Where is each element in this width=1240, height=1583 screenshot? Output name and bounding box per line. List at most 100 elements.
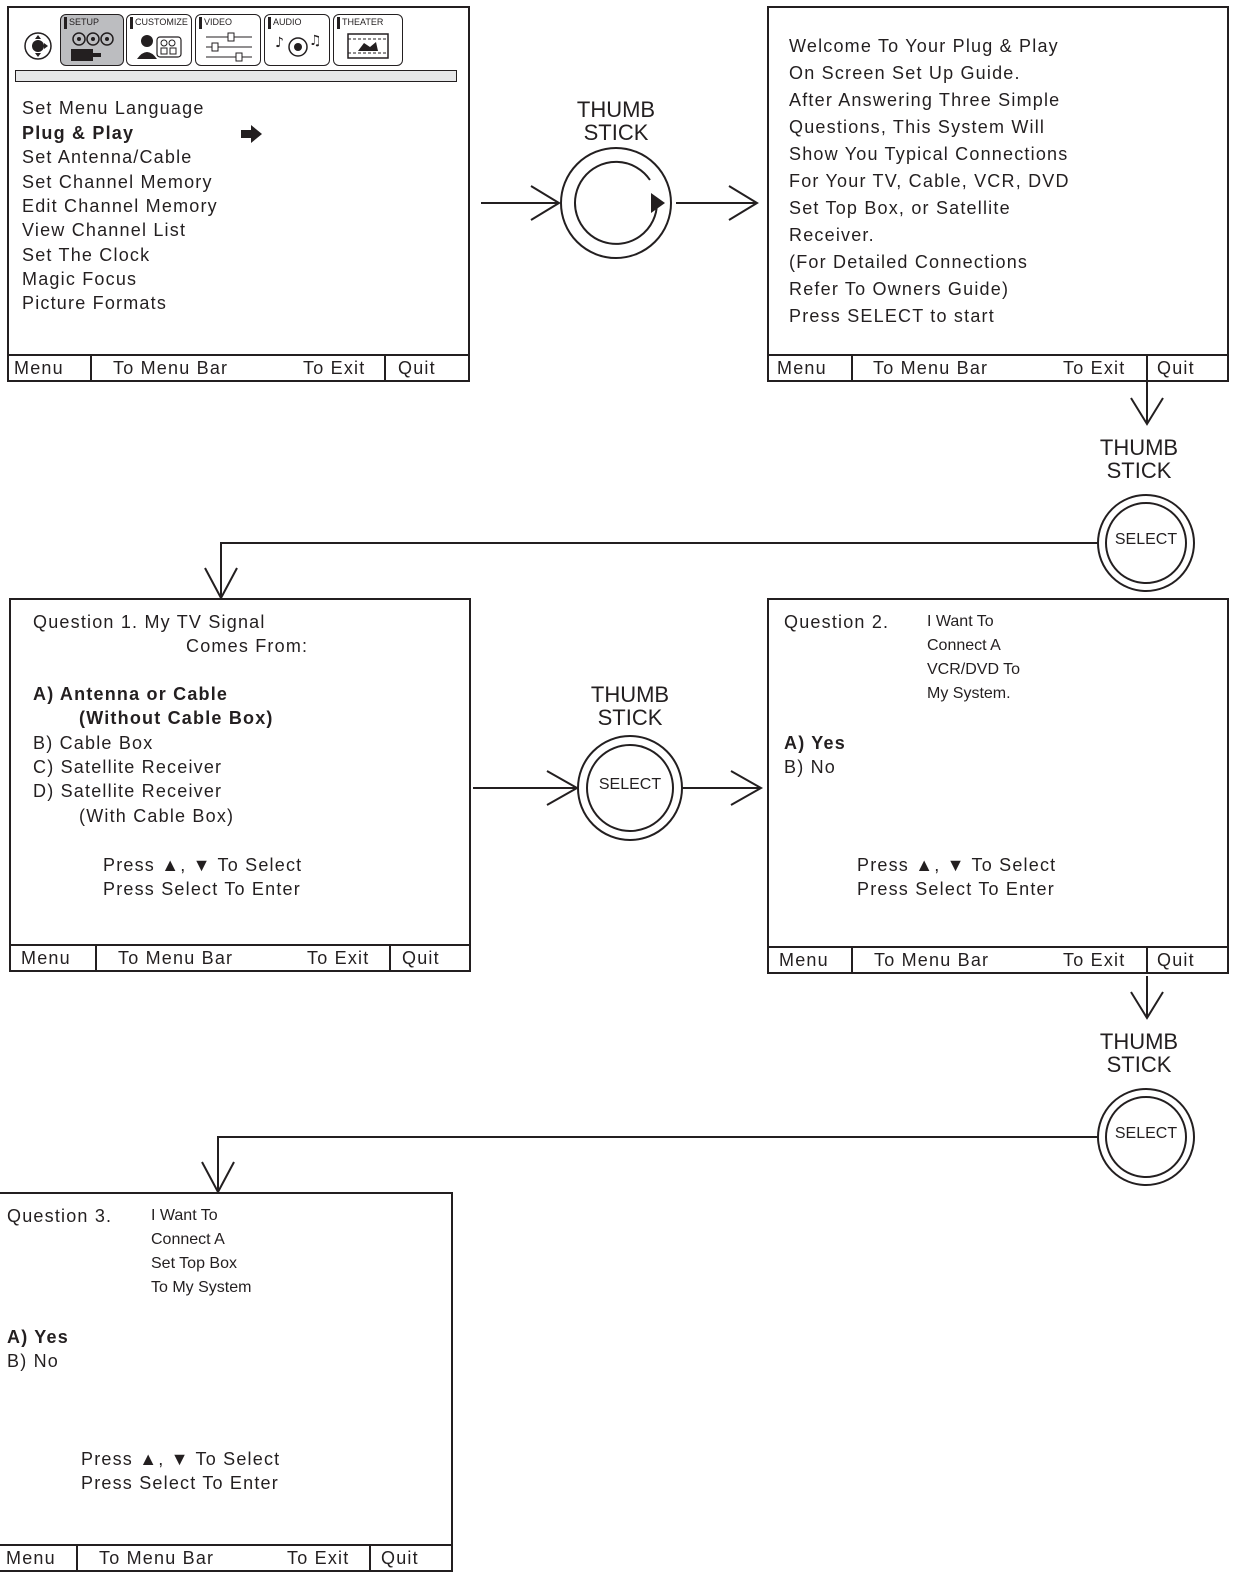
footer-menu[interactable]: Menu [14, 358, 64, 378]
footer-quit[interactable]: Quit [381, 1548, 419, 1568]
footer-menu[interactable]: Menu [21, 948, 71, 968]
flow-arrow-head [728, 185, 759, 221]
thumb-stick-ring [560, 147, 672, 259]
question2-text: Connect A [927, 637, 1001, 654]
thumb-stick-label: THUMB STICK [1079, 1030, 1199, 1076]
question2-text: VCR/DVD To [927, 661, 1021, 678]
option-d[interactable]: D) Satellite Receiver [33, 781, 223, 801]
option-d-continued[interactable]: (With Cable Box) [79, 806, 235, 826]
video-icon [206, 32, 252, 62]
setup-icon [71, 32, 114, 61]
hint-enter: Press Select To Enter [103, 879, 301, 899]
right-arrow-icon [241, 125, 262, 143]
hint-enter: Press Select To Enter [857, 879, 1055, 899]
menu-item-plug-and-play[interactable]: Plug & Play [22, 123, 135, 143]
tab-customize-label: CUSTOMIZE [135, 17, 188, 27]
option-no[interactable]: B) No [784, 757, 837, 777]
hint-enter: Press Select To Enter [81, 1473, 279, 1493]
rotation-arc [574, 160, 658, 245]
welcome-line: Press SELECT to start [789, 306, 995, 326]
question2-text: My System. [927, 685, 1011, 702]
tab-audio[interactable]: AUDIO ♪ ♫ [264, 14, 330, 66]
theater-icon [347, 33, 389, 59]
footer-quit[interactable]: Quit [1157, 950, 1195, 970]
navigation-pad-icon [17, 14, 57, 66]
welcome-line: (For Detailed Connections [789, 252, 1029, 272]
option-yes[interactable]: A) Yes [784, 733, 846, 753]
footer-quit[interactable]: Quit [402, 948, 440, 968]
question1-screen: Question 1. My TV Signal Comes From: A) … [9, 598, 471, 972]
footer-bar: Menu To Menu Bar To Exit Quit [11, 944, 469, 970]
footer-menu[interactable]: Menu [777, 358, 827, 378]
question3-text: Connect A [151, 1231, 225, 1248]
footer-to-exit: To Exit [1063, 950, 1126, 970]
thumb-stick-label-line2: STICK [597, 705, 663, 730]
welcome-line: Welcome To Your Plug & Play [789, 36, 1059, 56]
tab-setup[interactable]: SETUP [60, 14, 124, 66]
menu-item-edit-channel-memory[interactable]: Edit Channel Memory [22, 196, 218, 216]
footer-quit[interactable]: Quit [1157, 358, 1195, 378]
tab-video[interactable]: VIDEO [195, 14, 261, 66]
select-button[interactable]: SELECT [1114, 531, 1178, 548]
question3-text: Set Top Box [151, 1255, 237, 1272]
setup-menu-screen: SETUP CUSTOMIZE VIDEO [7, 6, 470, 382]
customize-icon [137, 35, 182, 59]
footer-to-exit: To Exit [287, 1548, 350, 1568]
option-a-continued[interactable]: (Without Cable Box) [79, 708, 274, 728]
question2-screen: Question 2. I Want To Connect A VCR/DVD … [767, 598, 1229, 974]
option-b[interactable]: B) Cable Box [33, 733, 154, 753]
menu-item-set-menu-language[interactable]: Set Menu Language [22, 98, 205, 118]
welcome-line: After Answering Three Simple [789, 90, 1061, 110]
footer-menu[interactable]: Menu [6, 1548, 56, 1568]
option-a[interactable]: A) Antenna or Cable [33, 684, 229, 704]
flow-arrow-head [530, 185, 561, 221]
footer-to-menu-bar: To Menu Bar [118, 948, 234, 968]
footer-to-menu-bar: To Menu Bar [874, 950, 990, 970]
menu-bar-strip [15, 70, 457, 82]
tab-audio-label: AUDIO [273, 17, 302, 27]
question3-screen: Question 3. I Want To Connect A Set Top … [0, 1192, 453, 1572]
footer-to-exit: To Exit [307, 948, 370, 968]
question2-label: Question 2. [784, 612, 890, 632]
select-button[interactable]: SELECT [1114, 1125, 1178, 1142]
menu-item-view-channel-list[interactable]: View Channel List [22, 220, 187, 240]
question3-text: To My System [151, 1279, 252, 1296]
question2-text: I Want To [927, 613, 994, 630]
welcome-line: Questions, This System Will [789, 117, 1046, 137]
question3-text: I Want To [151, 1207, 218, 1224]
svg-text:♫: ♫ [309, 33, 322, 49]
welcome-line: For Your TV, Cable, VCR, DVD [789, 171, 1070, 191]
tab-theater[interactable]: THEATER [333, 14, 403, 66]
thumb-stick-label-line1: THUMB [1099, 435, 1179, 460]
footer-bar: Menu To Menu Bar To Exit Quit [9, 354, 468, 380]
rotation-arrowhead [651, 193, 665, 213]
menu-item-set-channel-memory[interactable]: Set Channel Memory [22, 172, 213, 192]
thumb-stick-label: THUMB STICK [556, 98, 676, 144]
hint-select: Press ▲, ▼ To Select [857, 855, 1057, 875]
option-c[interactable]: C) Satellite Receiver [33, 757, 223, 777]
thumb-stick-label: THUMB STICK [1079, 436, 1199, 482]
menu-item-set-antenna-cable[interactable]: Set Antenna/Cable [22, 147, 193, 167]
welcome-line: Receiver. [789, 225, 875, 245]
hint-select: Press ▲, ▼ To Select [81, 1449, 281, 1469]
svg-text:♪: ♪ [275, 35, 284, 51]
question3-label: Question 3. [7, 1206, 113, 1226]
menu-item-picture-formats[interactable]: Picture Formats [22, 293, 168, 313]
hint-select: Press ▲, ▼ To Select [103, 855, 303, 875]
select-button[interactable]: SELECT [598, 776, 662, 793]
question1-title-continued: Comes From: [186, 636, 309, 656]
option-no[interactable]: B) No [7, 1351, 60, 1371]
footer-to-exit: To Exit [303, 358, 366, 378]
welcome-screen: Welcome To Your Plug & Play On Screen Se… [767, 6, 1229, 382]
option-yes[interactable]: A) Yes [7, 1327, 69, 1347]
tab-setup-label: SETUP [69, 17, 100, 27]
welcome-line: Set Top Box, or Satellite [789, 198, 1011, 218]
footer-quit[interactable]: Quit [398, 358, 436, 378]
footer-bar: Menu To Menu Bar To Exit Quit [769, 946, 1227, 972]
footer-menu[interactable]: Menu [779, 950, 829, 970]
tab-customize[interactable]: CUSTOMIZE [126, 14, 192, 66]
thumb-stick-label: THUMB STICK [570, 683, 690, 729]
thumb-stick-label-line2: STICK [1106, 458, 1172, 483]
menu-item-magic-focus[interactable]: Magic Focus [22, 269, 138, 289]
menu-item-set-the-clock[interactable]: Set The Clock [22, 245, 151, 265]
